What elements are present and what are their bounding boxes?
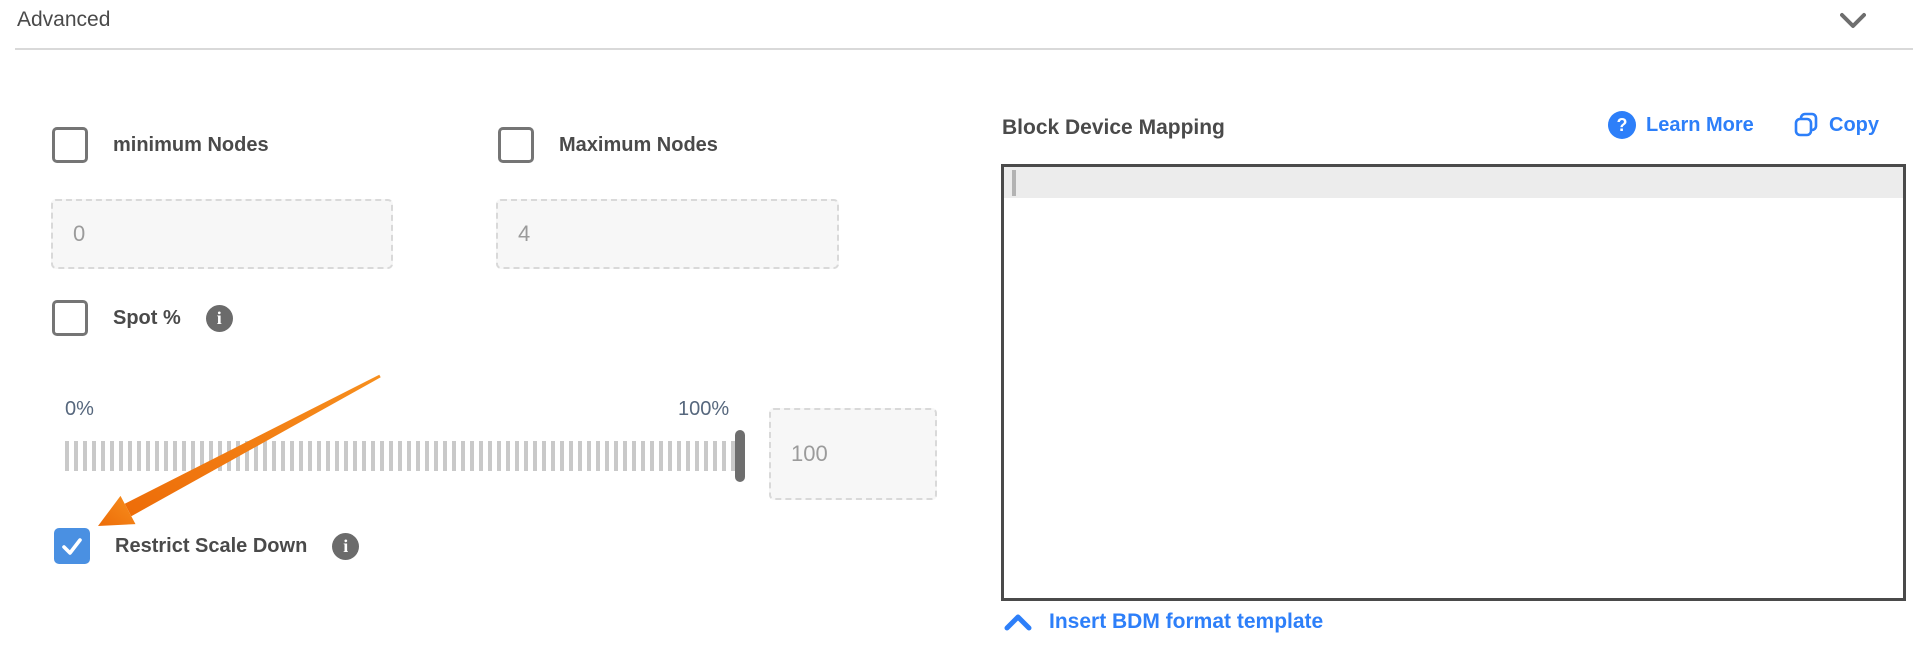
question-circle-icon: ? (1608, 111, 1636, 139)
max-nodes-row: Maximum Nodes (498, 127, 718, 163)
spot-row: Spot % i (52, 300, 233, 336)
restrict-scale-down-label: Restrict Scale Down (115, 534, 308, 557)
min-nodes-label: minimum Nodes (113, 133, 269, 156)
learn-more-label: Learn More (1646, 113, 1754, 136)
spot-label: Spot % (113, 306, 181, 329)
bdm-title: Block Device Mapping (1002, 116, 1225, 139)
editor-active-line (1004, 167, 1903, 198)
max-nodes-checkbox[interactable] (498, 127, 534, 163)
checkmark-icon (62, 538, 82, 555)
slider-min-label: 0% (65, 398, 94, 420)
min-nodes-checkbox[interactable] (52, 127, 88, 163)
chevron-down-icon[interactable] (1840, 12, 1866, 30)
info-icon[interactable]: i (205, 304, 233, 332)
learn-more-link[interactable]: ? Learn More (1608, 111, 1754, 139)
section-title: Advanced (17, 8, 111, 31)
spot-percentage-input[interactable] (769, 408, 937, 500)
slider-max-label: 100% (678, 398, 730, 420)
copy-label: Copy (1829, 113, 1879, 136)
min-nodes-input[interactable] (51, 199, 393, 269)
insert-bdm-template-label: Insert BDM format template (1049, 610, 1324, 633)
insert-bdm-template-link[interactable]: Insert BDM format template (1004, 610, 1323, 634)
editor-caret (1012, 170, 1016, 196)
copy-icon (1794, 112, 1818, 137)
spot-percentage-slider-track[interactable] (65, 441, 748, 471)
max-nodes-label: Maximum Nodes (559, 133, 718, 156)
slider-handle[interactable] (735, 430, 745, 482)
max-nodes-input[interactable] (496, 199, 839, 269)
section-divider (15, 48, 1913, 50)
bdm-editor[interactable] (1001, 164, 1906, 601)
restrict-scale-down-row: Restrict Scale Down i (54, 528, 360, 564)
spot-checkbox[interactable] (52, 300, 88, 336)
chevron-up-icon (1004, 614, 1032, 630)
restrict-scale-down-checkbox[interactable] (54, 528, 90, 564)
min-nodes-row: minimum Nodes (52, 127, 269, 163)
copy-button[interactable]: Copy (1793, 111, 1879, 139)
info-icon[interactable]: i (332, 532, 360, 560)
